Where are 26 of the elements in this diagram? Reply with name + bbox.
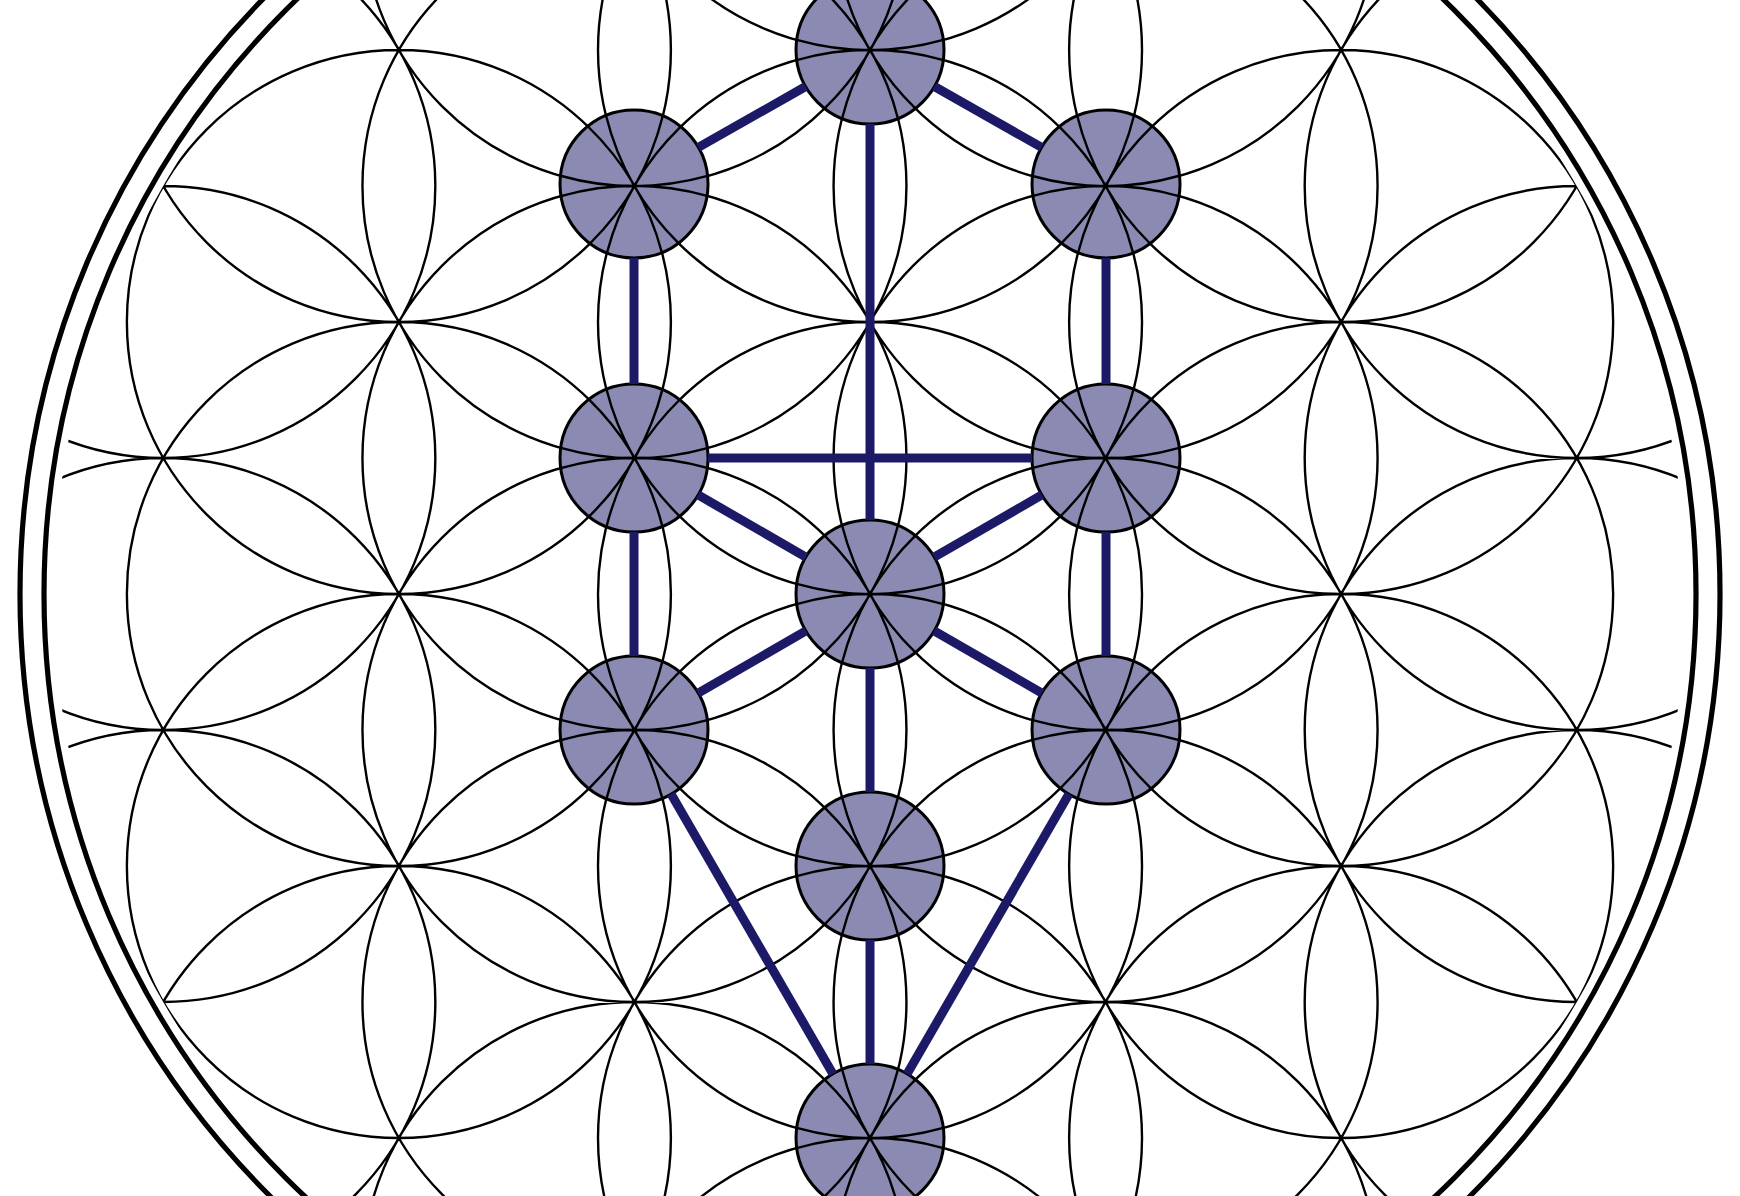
node-circle [558,654,710,806]
connector-line [1101,532,1111,656]
connector-line [931,491,1045,561]
connector-line [629,532,639,656]
connector-line [667,791,837,1077]
connector-line [932,82,1044,152]
connector-line [695,491,809,561]
node-circle [1030,654,1182,806]
node-circle [794,790,946,942]
connector-line [708,453,1032,463]
connector-line [931,627,1045,697]
node-circle [1030,108,1182,260]
node-circle [558,108,710,260]
connector-line [696,82,808,152]
connector-line [865,124,875,520]
node-circle [794,518,946,670]
node-circle [1030,382,1182,534]
connector-line [1101,258,1111,384]
connector-line [903,791,1073,1077]
connector-line [865,940,875,1064]
node-circle [794,0,946,126]
connector-line [695,627,809,697]
connector-line [629,258,639,384]
node-circle [794,1062,946,1196]
connector-line [865,668,875,792]
node-circle [558,382,710,534]
